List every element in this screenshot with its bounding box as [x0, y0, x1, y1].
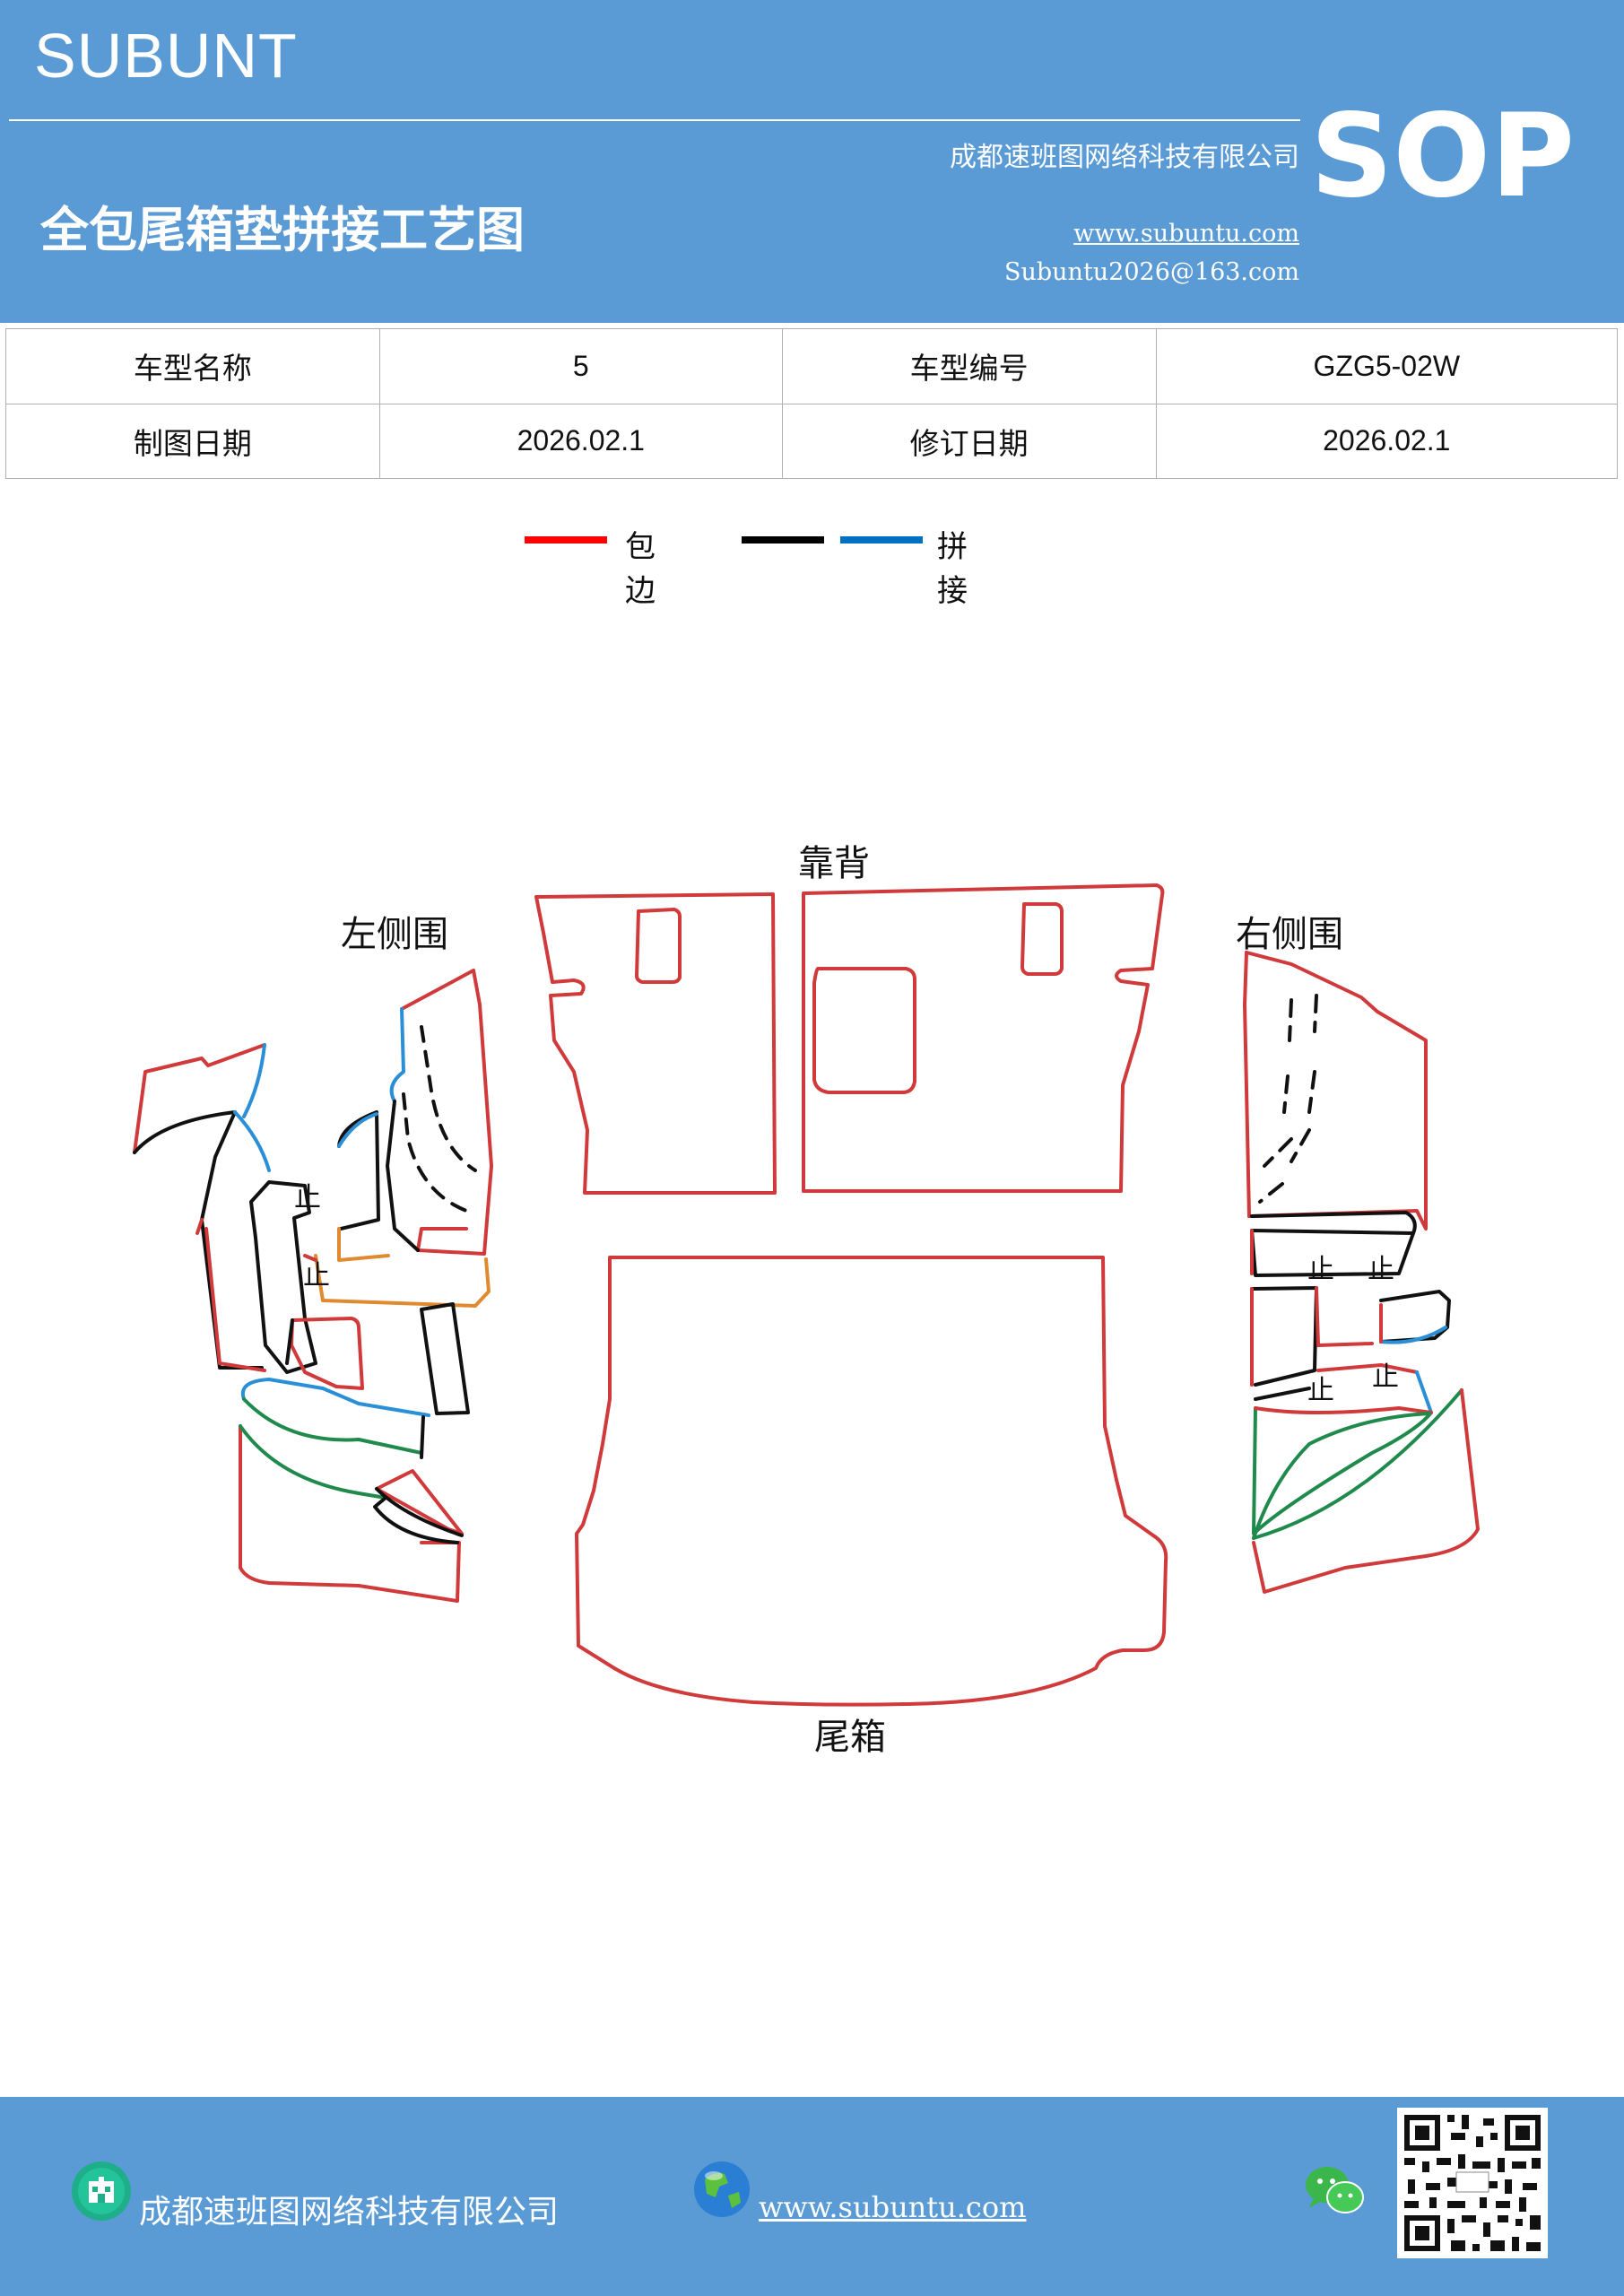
legend-label-splice: 拼接 — [937, 529, 968, 609]
left-side-label: 左侧围 — [341, 914, 448, 955]
brand-name: SUBUNT — [34, 21, 298, 91]
revise-date-value: 2026.02.1 — [1155, 403, 1619, 479]
info-table: 车型名称 5 车型编号 GZG5-02W 制图日期 2026.02.1 修订日期… — [5, 328, 1619, 479]
legend-swatch-hem — [525, 536, 607, 544]
legend-swatch-black — [742, 536, 824, 544]
legend-label-hem: 包边 — [625, 529, 656, 609]
table-row: 车型名称 5 车型编号 GZG5-02W — [5, 328, 1619, 404]
right-side-panel — [1243, 951, 1480, 1594]
qr-code[interactable] — [1397, 2108, 1548, 2258]
stop-mark: 止 — [294, 1182, 321, 1213]
revise-date-label: 修订日期 — [781, 403, 1157, 479]
model-code-value: GZG5-02W — [1155, 328, 1619, 404]
table-row: 制图日期 2026.02.1 修订日期 2026.02.1 — [5, 403, 1619, 479]
page-title: 全包尾箱垫拼接工艺图 — [40, 202, 525, 258]
stop-mark: 止 — [1372, 1361, 1399, 1393]
right-side-label: 右侧围 — [1236, 914, 1343, 955]
header-banner — [0, 0, 1624, 323]
header-company: 成都速班图网络科技有限公司 — [950, 142, 1299, 173]
footer-website-link[interactable]: www.subuntu.com — [759, 2190, 1027, 2224]
header-website-link[interactable]: www.subuntu.com — [1073, 220, 1299, 248]
stop-mark: 止 — [1368, 1254, 1394, 1285]
stop-mark: 止 — [1307, 1254, 1334, 1285]
stop-marks-right: 止 止 止 止 — [1307, 1254, 1399, 1406]
stop-mark: 止 — [303, 1260, 330, 1292]
footer-company: 成都速班图网络科技有限公司 — [139, 2194, 560, 2231]
backrest-left-panel — [534, 892, 777, 1195]
company-icon — [72, 2161, 131, 2221]
model-name-label: 车型名称 — [5, 328, 380, 404]
trunk-label: 尾箱 — [814, 1717, 886, 1758]
stop-marks-left: 止 止 — [294, 1182, 330, 1292]
backrest-right-panel — [802, 883, 1165, 1193]
splice-diagram: 靠背 左侧围 右侧围 尾箱 — [133, 843, 1480, 1758]
sop-badge: SOP — [1310, 90, 1575, 223]
trunk-floor-panel — [575, 1256, 1168, 1707]
header-divider — [9, 119, 1300, 121]
globe-icon — [694, 2161, 750, 2217]
draw-date-label: 制图日期 — [5, 403, 380, 479]
legend-swatch-blue — [840, 536, 923, 544]
left-side-panel — [133, 969, 493, 1603]
model-name-value: 5 — [378, 328, 783, 404]
stop-mark: 止 — [1307, 1375, 1334, 1406]
draw-date-value: 2026.02.1 — [378, 403, 783, 479]
header-email[interactable]: Subuntu2026@163.com — [1004, 258, 1299, 286]
back-label: 靠背 — [798, 843, 870, 884]
model-code-label: 车型编号 — [781, 328, 1157, 404]
wechat-icon[interactable] — [1304, 2163, 1365, 2217]
